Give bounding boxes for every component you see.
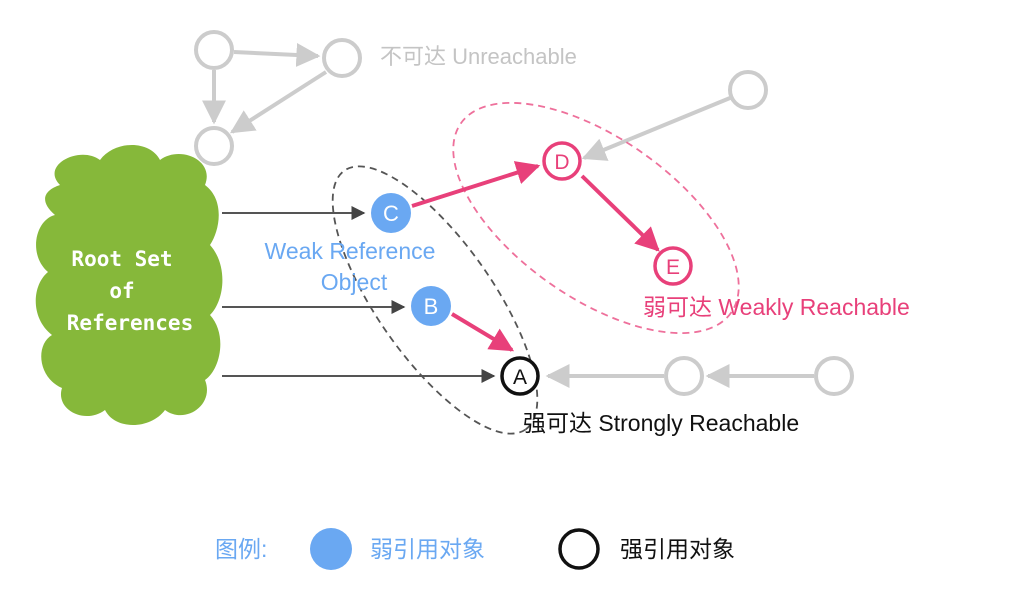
- node-e-label: E: [666, 256, 680, 279]
- node-e-circle: [653, 246, 693, 286]
- unreachable-node-5: [814, 356, 854, 396]
- node-b-label: B: [424, 294, 439, 319]
- root-set-line1: Root Set: [71, 247, 172, 271]
- legend-title: 图例:: [215, 536, 267, 562]
- node-c-circle: [371, 193, 411, 233]
- unreachable-node-6: [664, 356, 704, 396]
- node-d-label: D: [554, 151, 569, 174]
- legend: 图例: 弱引用对象 强引用对象: [215, 528, 735, 570]
- weak-reference-label-line1: Weak Reference: [265, 238, 436, 264]
- weakly-reachable-label: 弱可达 Weakly Reachable: [643, 294, 910, 320]
- unreachable-node-2: [322, 38, 362, 78]
- weak-reference-object-boundary: [331, 165, 539, 435]
- unreachable-node-1: [194, 30, 234, 70]
- legend-strong-label: 强引用对象: [620, 536, 735, 562]
- node-c-label: C: [383, 201, 399, 226]
- node-d: D: [542, 141, 582, 181]
- weakly-reachable-boundary: [452, 101, 740, 335]
- legend-weak-label: 弱引用对象: [370, 536, 485, 562]
- unreachable-arrow-1-2: [233, 42, 321, 67]
- node-b-circle: [411, 286, 451, 326]
- pink-arrow-c-to-d: [411, 161, 541, 208]
- unreachable-arrow-2-3: [229, 70, 328, 134]
- node-a-circle: [500, 356, 540, 396]
- weak-reference-label-line2: Object: [321, 269, 388, 295]
- unreachable-label: 不可达 Unreachable: [380, 44, 577, 69]
- pink-arrow-b-to-a: [450, 312, 515, 352]
- root-set-line3: References: [67, 311, 193, 335]
- node-d-circle: [542, 141, 582, 181]
- legend-weak-swatch: [310, 528, 352, 570]
- node-b: B: [411, 286, 451, 326]
- node-a: A: [500, 356, 540, 396]
- legend-strong-swatch: [558, 528, 600, 570]
- unreachable-group: 不可达 Unreachable: [194, 30, 577, 166]
- node-c: C: [371, 193, 411, 233]
- strongly-reachable-label: 强可达 Strongly Reachable: [523, 410, 799, 436]
- unreachable-node-4: [728, 70, 768, 110]
- root-set-line2: of: [109, 279, 134, 303]
- node-a-label: A: [513, 366, 527, 389]
- pink-arrow-d-to-e: [580, 174, 660, 252]
- unreachable-node-3: [194, 126, 234, 166]
- node-e: E: [653, 246, 693, 286]
- root-set-cloud: Root Set of References: [35, 145, 223, 425]
- root-set-shape: [35, 145, 223, 425]
- unreachable-arrow-to-d: [581, 96, 731, 161]
